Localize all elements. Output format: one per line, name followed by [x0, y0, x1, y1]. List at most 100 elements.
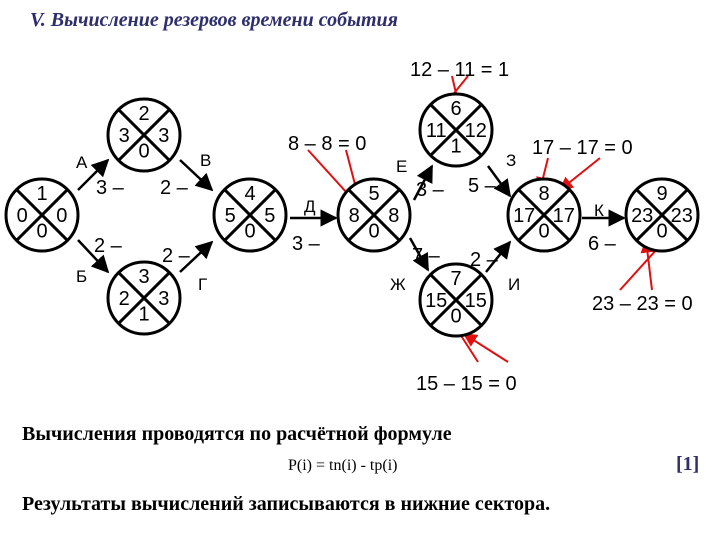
- work-labels: А Б В Г Д Е Ж З И К: [76, 151, 604, 294]
- node-bottom-sector-value: 0: [450, 305, 461, 327]
- node-left-sector-value: 11: [426, 120, 447, 142]
- work-label-k: К: [594, 201, 604, 220]
- work-label-z: З: [506, 151, 516, 170]
- work-label-a: А: [76, 153, 88, 172]
- node-left-sector-value: 0: [17, 205, 28, 227]
- formula-sub-p: p(i): [374, 457, 397, 474]
- formula-intro-text: Вычисления проводятся по расчётной форму…: [22, 423, 452, 445]
- node-bottom-sector-value: 1: [450, 135, 461, 157]
- node-top-sector-value: 1: [36, 183, 47, 205]
- duration-a: 3 –: [96, 177, 125, 199]
- node-left-sector-value: 17: [513, 205, 535, 227]
- event-node-n9: 923 230: [624, 177, 700, 253]
- node-right-sector-value: 15: [465, 290, 487, 312]
- edge-g: [179, 240, 214, 273]
- calc-node-6: 12 – 11 = 1: [410, 59, 509, 81]
- node-right-sector-value: 8: [388, 205, 399, 227]
- node-top-sector-value: 5: [368, 183, 379, 205]
- duration-b: 2 –: [94, 235, 123, 257]
- calc-node-9: 23 – 23 = 0: [592, 293, 693, 315]
- node-bottom-sector-value: 1: [138, 303, 149, 325]
- red-arrow-c8-b: [558, 157, 601, 191]
- sector-divider: [347, 188, 401, 242]
- edge-z: [486, 165, 512, 198]
- node-left-sector-value: 2: [119, 288, 130, 310]
- node-right-sector-value: 5: [264, 205, 275, 227]
- formula-sub-n: n(i): [333, 457, 356, 474]
- node-top-sector-value: 7: [450, 268, 461, 290]
- event-node-n4: 45 50: [212, 177, 288, 253]
- work-label-e: Е: [396, 157, 407, 176]
- durations: 3 – 2 – 2 – 2 – 3 – 3 – 7 – 5 – 2 – 6 –: [94, 175, 617, 271]
- node-right-sector-value: 12: [465, 120, 487, 142]
- slide-title: V. Вычисление резервов времени события: [30, 9, 398, 31]
- formula-eq: = t: [312, 457, 334, 474]
- node-top-sector-value: 8: [538, 183, 549, 205]
- work-label-b: Б: [76, 267, 87, 286]
- work-label-d: Д: [304, 197, 316, 216]
- formula-p: P: [288, 457, 297, 474]
- duration-zh: 7 –: [412, 245, 441, 267]
- calc-node-5: 8 – 8 = 0: [288, 133, 366, 155]
- node-bottom-sector-value: 0: [36, 220, 47, 242]
- node-bottom-sector-value: 0: [538, 220, 549, 242]
- work-label-v: В: [200, 151, 211, 170]
- node-left-sector-value: 5: [225, 205, 236, 227]
- node-bottom-sector-value: 0: [138, 140, 149, 162]
- sector-divider: [635, 188, 689, 242]
- red-arrow-c7-b: [462, 333, 509, 363]
- event-node-n2: 23 30: [106, 97, 182, 173]
- edge-b: [77, 239, 110, 274]
- sector-divider: [517, 188, 571, 242]
- edges: [77, 158, 626, 274]
- node-right-sector-value: 23: [671, 205, 693, 227]
- duration-g: 2 –: [162, 245, 191, 267]
- sector-divider: [117, 108, 171, 162]
- sector-divider: [429, 273, 483, 327]
- reference-mark: [1]: [676, 453, 699, 475]
- node-bottom-sector-value: 0: [368, 220, 379, 242]
- edge-v: [179, 159, 214, 192]
- node-bottom-sector-value: 0: [244, 220, 255, 242]
- calculations: 12 – 11 = 1 8 – 8 = 0 17 – 17 = 0 23 – 2…: [288, 59, 693, 395]
- node-left-sector-value: 3: [119, 125, 130, 147]
- node-bottom-sector-value: 0: [656, 220, 667, 242]
- node-top-sector-value: 6: [450, 98, 461, 120]
- work-label-g: Г: [198, 275, 207, 294]
- sector-divider: [15, 188, 69, 242]
- duration-d: 3 –: [292, 233, 321, 255]
- node-right-sector-value: 17: [553, 205, 575, 227]
- calc-node-7: 15 – 15 = 0: [416, 373, 517, 395]
- sector-divider: [429, 103, 483, 157]
- duration-v: 2 –: [160, 177, 189, 199]
- results-text: Результаты вычислений записываются в ниж…: [22, 493, 550, 515]
- event-node-n5: 58 80: [336, 177, 412, 253]
- node-left-sector-value: 23: [631, 205, 653, 227]
- node-right-sector-value: 3: [158, 288, 169, 310]
- work-label-zh: Ж: [390, 275, 406, 294]
- formula: P(i) = tn(i) - tp(i): [288, 457, 397, 474]
- edge-a: [77, 158, 110, 191]
- node-top-sector-value: 2: [138, 103, 149, 125]
- event-node-n6: 611 121: [418, 92, 494, 168]
- node-top-sector-value: 4: [244, 183, 255, 205]
- duration-z: 5 –: [468, 175, 497, 197]
- edge-zh: [408, 237, 430, 272]
- node-top-sector-value: 9: [656, 183, 667, 205]
- sector-divider: [223, 188, 277, 242]
- duration-k: 6 –: [588, 233, 617, 255]
- node-right-sector-value: 3: [158, 125, 169, 147]
- formula-sub-i: (i): [297, 457, 312, 474]
- event-node-n7: 715 150: [418, 262, 494, 338]
- node-right-sector-value: 0: [56, 205, 67, 227]
- work-label-i: И: [508, 275, 520, 294]
- duration-i: 2 –: [470, 249, 499, 271]
- node-left-sector-value: 15: [425, 290, 447, 312]
- formula-minus: - t: [357, 457, 375, 474]
- duration-e: 3 –: [416, 179, 445, 201]
- node-left-sector-value: 8: [349, 205, 360, 227]
